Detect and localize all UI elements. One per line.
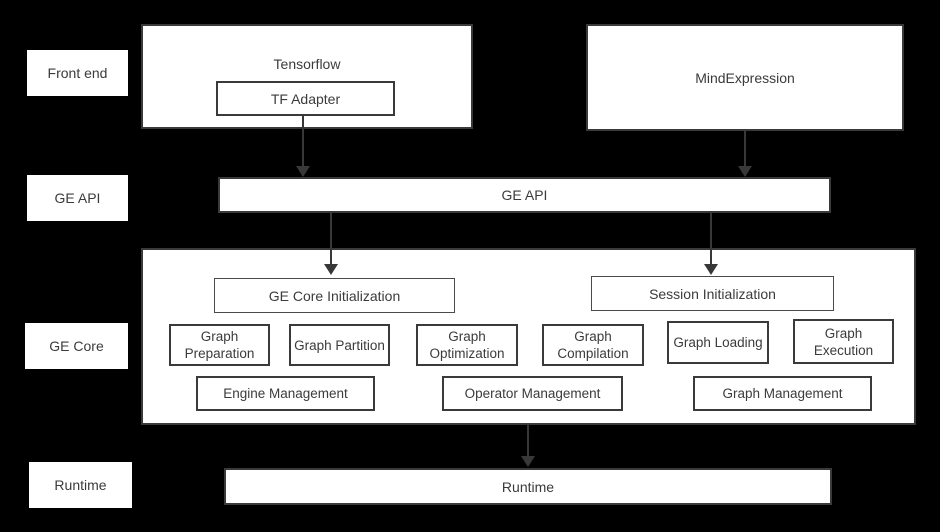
- graph-partition-box: Graph Partition: [289, 324, 390, 366]
- graph-preparation-box: Graph Preparation: [169, 324, 270, 366]
- graph-management-box: Graph Management: [693, 376, 872, 411]
- tensorflow-box: Tensorflow TF Adapter: [141, 24, 473, 129]
- ge-core-initialization-box: GE Core Initialization: [214, 278, 455, 313]
- arrow-head-icon: [704, 264, 718, 275]
- arrow-head-icon: [324, 264, 338, 275]
- arrow-ge-core-to-runtime: [521, 425, 535, 467]
- arrow-ge-api-to-ge-core-initialization: [324, 213, 338, 275]
- layer-label-ge-api: GE API: [27, 175, 128, 221]
- engine-management-box: Engine Management: [196, 376, 375, 411]
- arrow-stem: [330, 213, 332, 265]
- graph-execution-box: Graph Execution: [793, 319, 894, 364]
- arrow-head-icon: [738, 166, 752, 177]
- graph-optimization-box: Graph Optimization: [416, 324, 518, 366]
- ge-core-box: GE Core Initialization Session Initializ…: [141, 248, 916, 425]
- session-initialization-box: Session Initialization: [591, 276, 834, 311]
- graph-compilation-box: Graph Compilation: [542, 324, 644, 366]
- runtime-bar: Runtime: [224, 468, 832, 505]
- arrow-mindexpression-to-ge-api: [738, 131, 752, 177]
- graph-loading-box: Graph Loading: [667, 321, 769, 364]
- operator-management-box: Operator Management: [442, 376, 623, 411]
- arrow-head-icon: [521, 456, 535, 467]
- arrow-head-icon: [296, 166, 310, 177]
- arrow-stem: [302, 114, 304, 167]
- layer-label-ge-core: GE Core: [25, 323, 128, 369]
- tf-adapter-box: TF Adapter: [216, 81, 395, 116]
- layer-label-runtime: Runtime: [29, 462, 132, 508]
- arrow-stem: [710, 213, 712, 265]
- tensorflow-title: Tensorflow: [273, 56, 341, 72]
- arrow-tf-adapter-to-ge-api: [296, 114, 310, 177]
- arrow-stem: [744, 131, 746, 167]
- arrow-stem: [527, 425, 529, 457]
- arrow-ge-api-to-session-initialization: [704, 213, 718, 275]
- layer-label-front-end: Front end: [27, 50, 128, 96]
- mindexpression-box: MindExpression: [586, 24, 904, 131]
- ge-api-bar: GE API: [218, 177, 831, 213]
